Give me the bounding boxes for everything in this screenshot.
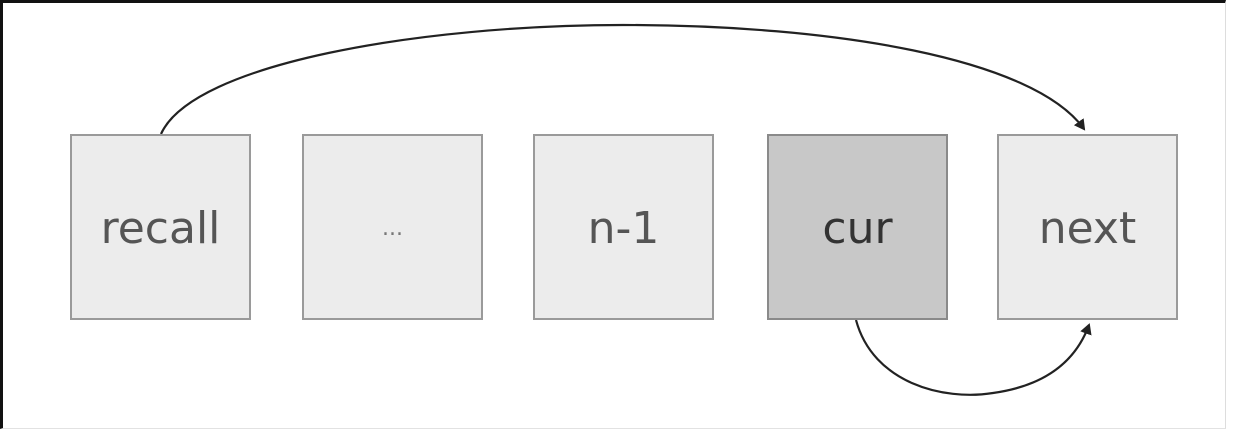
node-recall: recall — [70, 134, 251, 320]
node-label-cur: cur — [822, 203, 893, 254]
edge-recall-to-next — [159, 23, 1086, 135]
node-ellipsis: ... — [302, 134, 483, 320]
edges-layer — [159, 23, 1092, 396]
node-cur: cur — [767, 134, 948, 320]
node-label-n-minus-1: n-1 — [587, 203, 660, 254]
node-label-recall: recall — [100, 203, 221, 254]
node-label-next: next — [1038, 203, 1137, 254]
edge-cur-to-next — [854, 319, 1092, 396]
node-n-minus-1: n-1 — [533, 134, 714, 320]
node-next: next — [997, 134, 1178, 320]
node-label-ellipsis: ... — [382, 216, 403, 241]
